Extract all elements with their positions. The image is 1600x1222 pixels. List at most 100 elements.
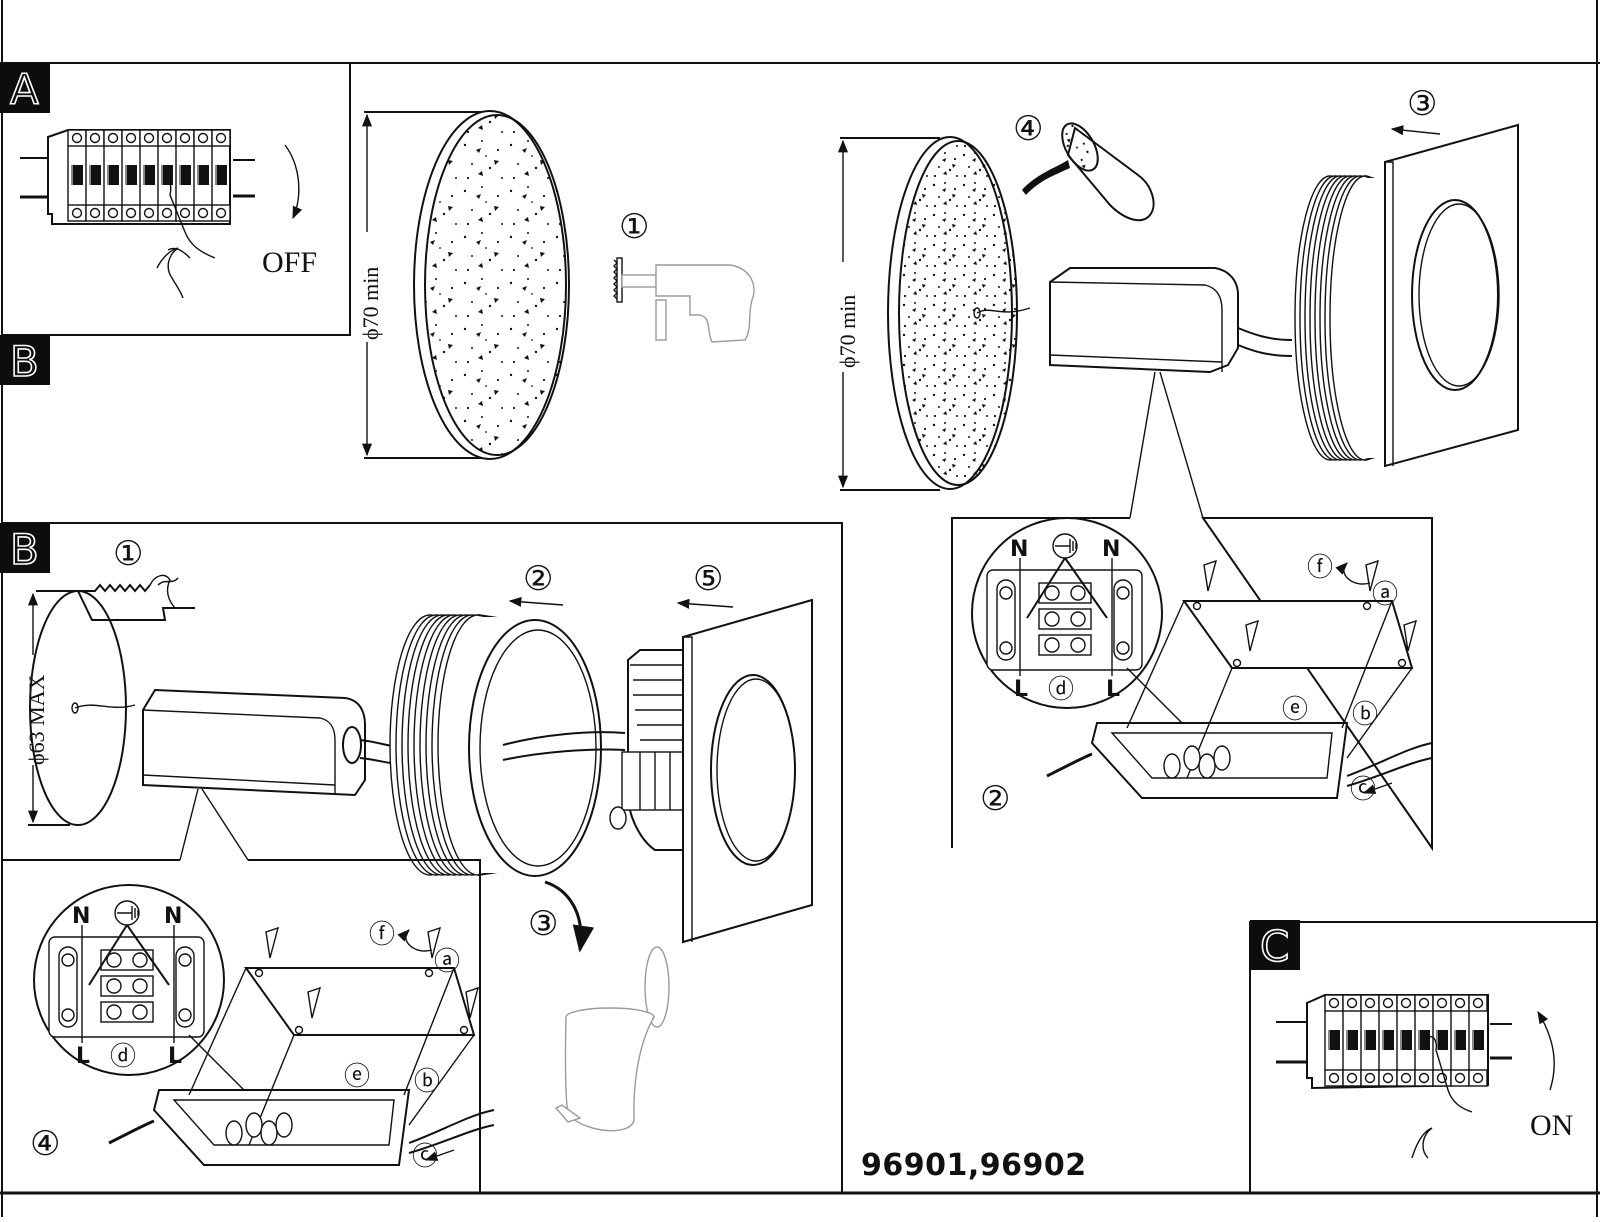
breaker-toggle xyxy=(1400,1030,1412,1050)
turn-on-arrow xyxy=(1537,1010,1555,1091)
callout-a: ⓐ xyxy=(1372,580,1398,609)
insert-arrow xyxy=(1390,125,1441,136)
trim-plate xyxy=(682,598,813,944)
screw-icon xyxy=(1400,1072,1412,1084)
callout-f: ⓕ xyxy=(1307,553,1333,582)
breaker-toggle xyxy=(107,165,119,185)
callout-d: ⓓ xyxy=(1048,675,1074,704)
terminal-label-n-right: N xyxy=(164,904,182,929)
screw-icon xyxy=(143,207,155,219)
section-b-label: B xyxy=(10,337,39,386)
screw-icon xyxy=(89,132,101,144)
screw-icon xyxy=(215,132,227,144)
screw-icon xyxy=(1418,997,1430,1009)
breaker-toggle xyxy=(143,165,155,185)
screw-icon xyxy=(178,1008,192,1022)
breaker-toggle xyxy=(1328,1030,1340,1050)
section-c-label-box xyxy=(1250,920,1300,970)
threaded-sleeve xyxy=(389,614,626,877)
step-3-insert: ③ xyxy=(1407,86,1437,123)
wall-cutout-stone: ϕ70 min xyxy=(355,110,570,460)
section-c: C ON xyxy=(1249,920,1597,1193)
terminal-screw xyxy=(1070,611,1086,627)
step-4-wiring: ④ xyxy=(30,1126,60,1163)
trash-bin-icon xyxy=(554,946,670,1132)
screw-icon xyxy=(179,207,191,219)
screw-icon xyxy=(107,132,119,144)
callout-a: ⓐ xyxy=(434,947,460,976)
push-arrow xyxy=(508,596,564,607)
section-b-bottom: B ① ϕ63 MAX ② ⑤ xyxy=(0,522,843,1193)
supply-cable xyxy=(1046,752,1093,778)
screw-icon xyxy=(307,986,322,1019)
terminal-label-l-left: L xyxy=(1014,677,1028,702)
screw-icon xyxy=(197,207,209,219)
screw-icon xyxy=(125,207,137,219)
screw-icon xyxy=(1382,997,1394,1009)
terminal-screw xyxy=(106,952,122,968)
breaker-toggle xyxy=(215,165,227,185)
section-a-label: A xyxy=(10,65,39,114)
section-b-top: B ϕ70 min ① ϕ70 min xyxy=(0,86,1519,852)
led-module xyxy=(609,649,689,851)
screw-icon xyxy=(265,926,280,959)
screw-icon xyxy=(71,207,83,219)
screw-icon xyxy=(1403,619,1418,652)
screw-icon xyxy=(1328,1072,1340,1084)
terminal-screw xyxy=(132,978,148,994)
screw-icon xyxy=(125,132,137,144)
terminal-screw xyxy=(106,978,122,994)
screw-icon xyxy=(71,132,83,144)
breaker-toggle xyxy=(1382,1030,1394,1050)
breaker-toggle xyxy=(71,165,83,185)
terminal-label-n-left: N xyxy=(72,904,90,929)
dimension-label-min-70-left: ϕ70 min xyxy=(358,267,383,340)
recessed-assembly: ϕ70 min xyxy=(832,122,1519,519)
screw-icon xyxy=(215,207,227,219)
section-b2-label-box xyxy=(0,523,50,573)
switch-state-off: OFF xyxy=(262,246,317,279)
callout-b: ⓑ xyxy=(414,1067,440,1096)
screw-icon xyxy=(1454,997,1466,1009)
section-a-label-box xyxy=(0,63,50,113)
screw-icon xyxy=(1472,1072,1484,1084)
screw-icon xyxy=(1116,641,1130,655)
wire-connector xyxy=(1213,745,1231,771)
junction-box-lid xyxy=(1182,600,1414,669)
terminal-label-n-right: N xyxy=(1102,537,1120,562)
model-number: 96901,96902 xyxy=(861,1148,1087,1183)
screw-icon xyxy=(107,207,119,219)
screw-icon xyxy=(1346,1072,1358,1084)
screw-icon xyxy=(1346,997,1358,1009)
screw-icon xyxy=(1328,997,1340,1009)
step-3-discard: ③ xyxy=(528,906,558,943)
terminal-screw xyxy=(1070,637,1086,653)
drill-icon xyxy=(613,257,755,343)
breaker-toggle xyxy=(125,165,137,185)
junction-box-lid xyxy=(244,967,476,1036)
breaker-panel-off xyxy=(20,129,255,225)
dimension-label-max-63: ϕ63 MAX xyxy=(24,674,49,765)
step-1-drill: ① xyxy=(619,209,649,246)
screw-icon xyxy=(1436,997,1448,1009)
terminal-screw xyxy=(106,1004,122,1020)
screw-icon xyxy=(1418,1072,1430,1084)
breaker-toggle xyxy=(89,165,101,185)
terminal-screw xyxy=(132,952,148,968)
breaker-toggle xyxy=(1346,1030,1358,1050)
screw-icon xyxy=(1245,619,1260,652)
screw-icon xyxy=(89,207,101,219)
screw-icon xyxy=(143,132,155,144)
turn-off-arrow xyxy=(284,144,303,220)
breaker-toggle xyxy=(1436,1030,1448,1050)
step-1-cut: ① xyxy=(113,536,143,573)
screw-icon xyxy=(1454,1072,1466,1084)
terminal-label-l-right: L xyxy=(1106,677,1120,702)
supply-cable xyxy=(108,1119,155,1145)
callout-e: ⓔ xyxy=(344,1062,370,1091)
breaker-toggle xyxy=(1454,1030,1466,1050)
breaker-toggle xyxy=(179,165,191,185)
screw-icon xyxy=(161,132,173,144)
